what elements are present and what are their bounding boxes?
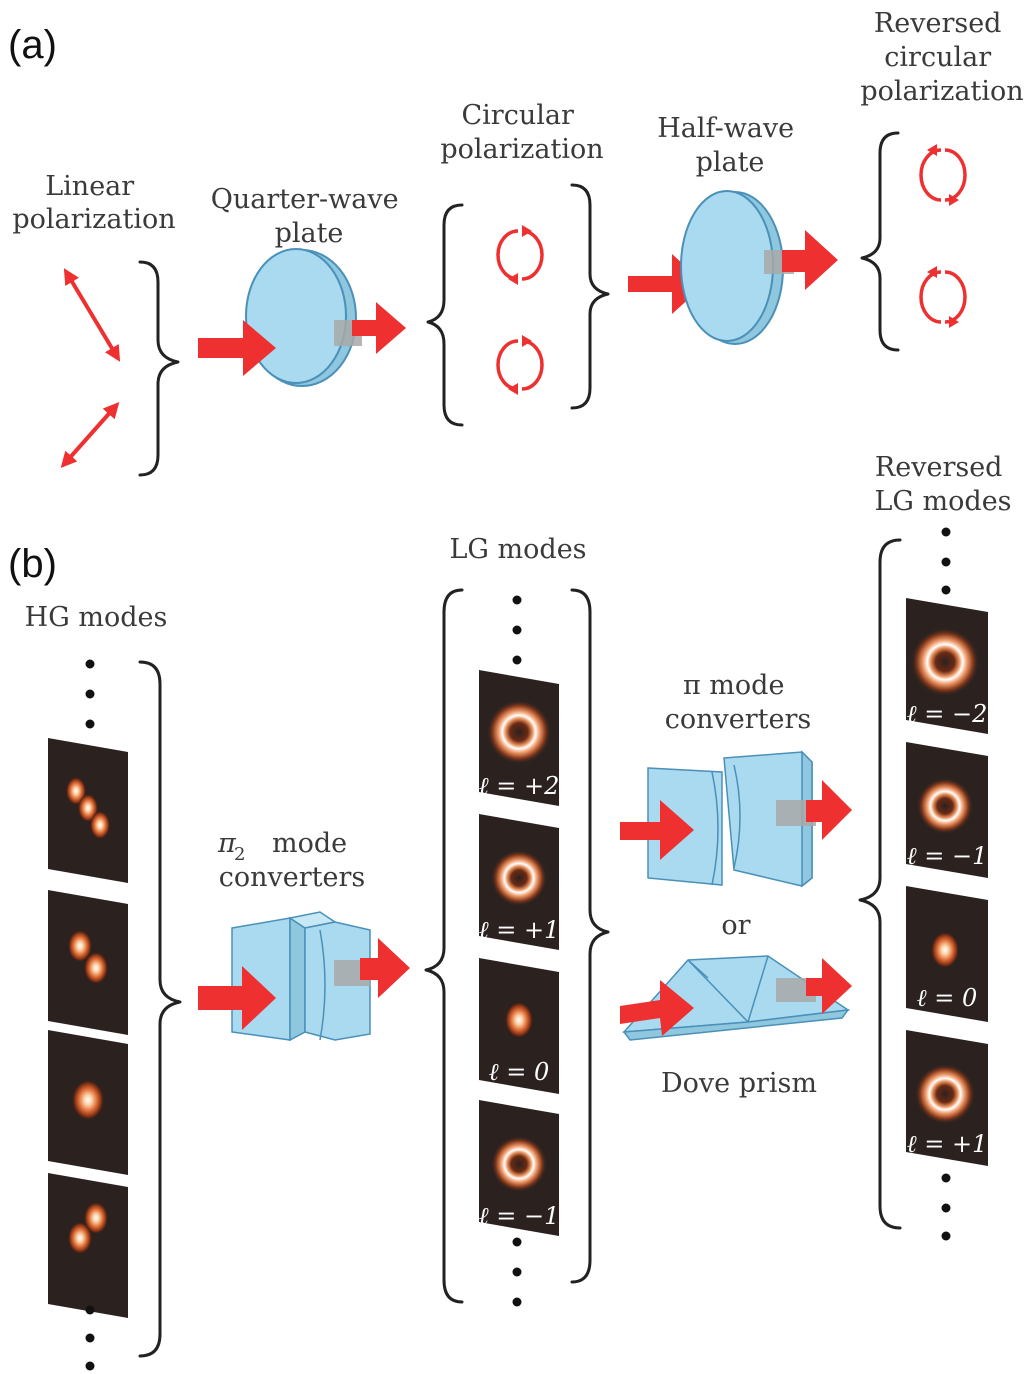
reversed-lg-mode-tile: ℓ = 0 (906, 886, 988, 1022)
beam-arrow-out-of-qwp (352, 302, 406, 354)
beam-arrow-into-pi (620, 800, 694, 860)
reversed-lg-mode-tile: ℓ = −2 (906, 598, 988, 734)
hg-column-dots-top (85, 659, 95, 729)
lg-mode-tile: ℓ = +1 (479, 814, 560, 950)
reversed-lg-modes-title: Reversed LG modes (874, 452, 1011, 517)
half-wave-plate (680, 190, 784, 345)
hg-mode-tile (48, 890, 128, 1035)
lg-left-brace (424, 588, 464, 1304)
lg-mode-tile: ℓ = −1 (479, 1100, 560, 1236)
hg-mode-tile (48, 1030, 128, 1175)
hg-column-dots-bottom (85, 1305, 95, 1371)
lg-column-dots-top (512, 595, 522, 665)
panel-b-label: (b) (8, 542, 57, 586)
lg-modes-title: LG modes (449, 534, 586, 565)
hg-mode-tile (48, 738, 128, 883)
hg-modes-title: HG modes (25, 602, 168, 633)
linear-polarization-label: Linear polarization (12, 171, 175, 235)
dove-prism-label: Dove prism (661, 1068, 817, 1099)
reversed-circular-icon-upper (919, 144, 967, 206)
beam-arrow-into-dove (620, 980, 694, 1036)
lg-mode-tile: ℓ = 0 (479, 958, 559, 1094)
beam-arrow-out-of-pi (806, 780, 852, 840)
reversed-lg-dots-bottom (941, 1173, 951, 1241)
linear-right-brace (138, 260, 180, 477)
pi-half-converters-label: π 2 mode converters (217, 828, 365, 893)
quarter-wave-plate-label: Quarter-wave plate (211, 184, 407, 249)
lg-right-brace (570, 588, 610, 1284)
reversed-circular-left-brace (860, 131, 900, 352)
lg-column-dots-bottom (512, 1237, 522, 1307)
lg-mode-label: ℓ = +1 (479, 916, 560, 944)
quarter-wave-plate (245, 248, 357, 387)
reversed-lg-mode-tile: ℓ = +1 (906, 1030, 988, 1166)
beam-arrow-out-of-pi-half (360, 938, 410, 998)
reversed-lg-mode-label: ℓ = 0 (917, 984, 978, 1012)
lg-mode-label: ℓ = +2 (479, 772, 560, 800)
or-label: or (721, 910, 750, 941)
hg-mode-tile (48, 1173, 128, 1318)
circular-polarization-icon-lower (496, 335, 544, 395)
panel-a-label: (a) (8, 23, 57, 67)
hg-right-brace (138, 660, 182, 1358)
beam-arrow-into-pi-half (198, 966, 276, 1030)
lg-mode-tile: ℓ = +2 (479, 670, 560, 806)
reversed-lg-mode-label: ℓ = −1 (907, 842, 988, 870)
beam-arrow-out-of-dove (806, 958, 852, 1014)
linear-polarization-arrow-upper (63, 268, 121, 362)
beam-arrow-out-of-hwp (782, 230, 838, 290)
lg-mode-label: ℓ = 0 (489, 1058, 550, 1086)
circular-left-brace (426, 203, 464, 427)
circular-polarization-icon-upper (496, 225, 544, 285)
reversed-lg-left-brace (858, 538, 902, 1230)
reversed-lg-mode-label: ℓ = +1 (907, 1130, 988, 1158)
reversed-lg-mode-tile: ℓ = −1 (906, 742, 988, 878)
reversed-circular-polarization-label: Reversed circular polarization (860, 8, 1023, 107)
half-wave-plate-label: Half-wave plate (657, 113, 802, 178)
lg-mode-label: ℓ = −1 (479, 1202, 560, 1230)
reversed-lg-mode-label: ℓ = −2 (907, 700, 988, 728)
circular-polarization-label: Circular polarization (440, 100, 603, 165)
beam-arrow-into-qwp (198, 320, 276, 376)
pi-converters-label: π mode converters (665, 670, 812, 735)
reversed-lg-dots-top (941, 527, 951, 595)
circular-right-brace (570, 183, 610, 410)
reversed-circular-icon-lower (919, 266, 967, 328)
linear-polarization-arrow-lower (60, 402, 120, 468)
